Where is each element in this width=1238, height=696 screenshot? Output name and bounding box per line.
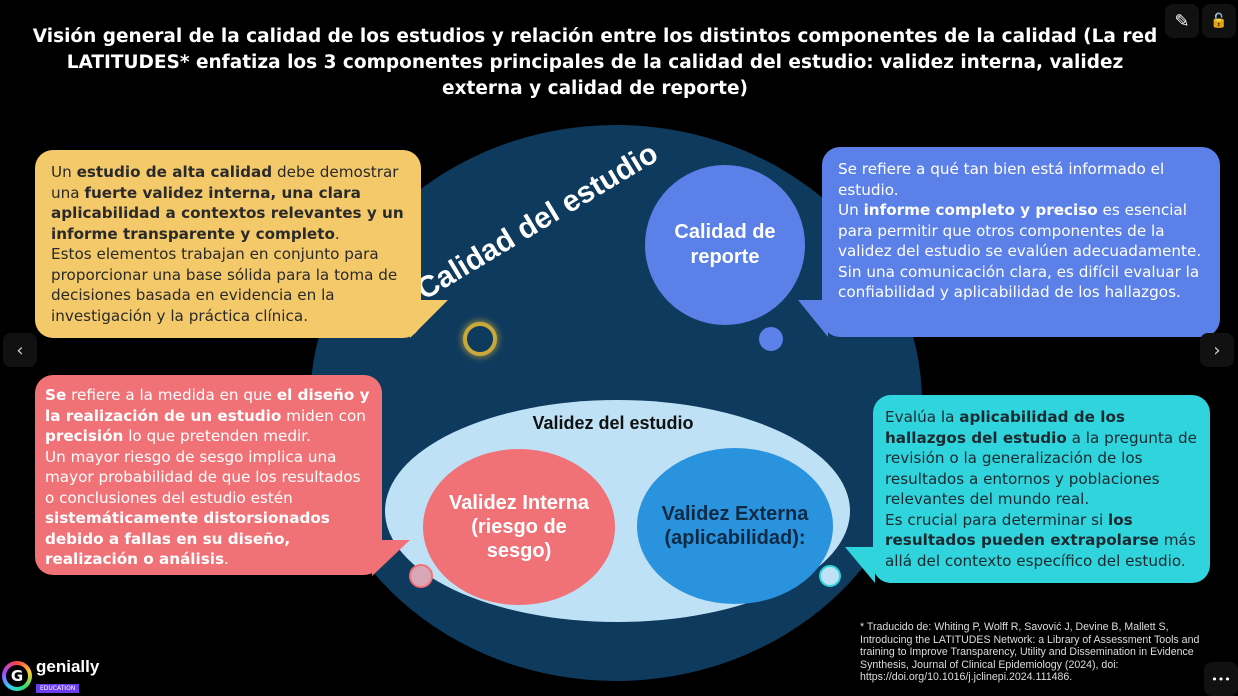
callout-text: Es crucial para determinar si xyxy=(885,510,1109,529)
blue-marker[interactable] xyxy=(759,327,783,351)
callout-text: informe completo y preciso xyxy=(863,201,1098,219)
external-validity-circle[interactable]: Validez Externa (aplicabilidad): xyxy=(637,448,833,604)
prev-slide-button[interactable]: ‹ xyxy=(3,333,37,367)
callout-text: los resultados pueden extrapolarse xyxy=(885,510,1159,550)
callout-text: a la pregunta de revisión o la generaliz… xyxy=(885,428,1197,509)
callout-text: sistemáticamente distorsionados debido a… xyxy=(45,509,330,568)
more-options-button[interactable]: ••• xyxy=(1204,662,1238,696)
callout-text: estudio de alta calidad xyxy=(76,163,273,181)
next-slide-button[interactable]: › xyxy=(1200,333,1234,367)
genially-logo-icon: G xyxy=(2,661,32,691)
genially-logo[interactable]: G genially EDUCATION xyxy=(2,658,99,694)
callout-text: fuerte validez interna, una clara aplica… xyxy=(51,183,404,243)
callout-text: miden con xyxy=(281,406,366,425)
footnote: * Traducido de: Whiting P, Wolff R, Savo… xyxy=(860,621,1200,683)
callout-reporting: Se refiere a qué tan bien está informado… xyxy=(822,147,1220,337)
callout-text: precisión xyxy=(45,427,124,445)
callout-text: Se refiere a qué tan bien está informado… xyxy=(838,160,1165,199)
pencil-icon: ✎ xyxy=(1174,10,1190,32)
callout-text: aplicabilidad de los hallazgos del estud… xyxy=(885,408,1125,447)
unlock-icon: 🔓 xyxy=(1210,13,1228,29)
edit-button[interactable]: ✎ xyxy=(1165,4,1199,38)
callout-external-validity: Evalúa la aplicabilidad de los hallazgos… xyxy=(873,395,1210,583)
education-badge: EDUCATION xyxy=(36,684,80,693)
yellow-marker[interactable] xyxy=(463,322,497,356)
external-validity-label: Validez Externa (aplicabilidad): xyxy=(661,503,809,549)
callout-text: lo que pretenden medir. xyxy=(123,427,311,445)
unlock-button[interactable]: 🔓 xyxy=(1202,4,1236,38)
callout-text: Estos elementos trabajan en conjunto par… xyxy=(51,245,398,325)
callout-tail xyxy=(798,300,828,337)
internal-validity-circle[interactable]: Validez Interna (riesgo de sesgo) xyxy=(423,449,615,605)
callout-text: refiere a la medida en que xyxy=(66,386,277,404)
reporting-quality-circle[interactable]: Calidad de reporte xyxy=(645,165,805,325)
callout-high-quality: Un estudio de alta calidad debe demostra… xyxy=(35,150,421,338)
study-validity-label: Validez del estudio xyxy=(532,413,694,433)
callout-text: Se xyxy=(45,386,67,404)
callout-tail xyxy=(845,547,875,583)
red-marker[interactable] xyxy=(409,564,433,588)
callout-text: Un xyxy=(51,163,77,181)
callout-text: el diseño y la realización de un estudio xyxy=(45,386,370,425)
callout-text: más allá del contexto específico del est… xyxy=(885,531,1196,570)
callout-text: . xyxy=(224,550,229,568)
callout-tail xyxy=(372,540,410,576)
callout-text: . xyxy=(334,224,340,243)
callout-text: Evalúa la xyxy=(885,408,960,426)
page-title: Visión general de la calidad de los estu… xyxy=(32,26,1158,99)
callout-text: Sin una comunicación clara, es difícil e… xyxy=(838,262,1200,302)
callout-text: es esencial para permitir que otros comp… xyxy=(838,201,1202,260)
teal-marker[interactable] xyxy=(819,565,841,587)
callout-text: Un xyxy=(838,201,864,219)
genially-wordmark: genially xyxy=(36,657,100,676)
callout-tail xyxy=(410,300,448,338)
callout-internal-validity: Se refiere a la medida en que el diseño … xyxy=(35,375,382,575)
callout-text: Un mayor riesgo de sesgo implica una may… xyxy=(45,447,361,507)
callout-text: debe demostrar una xyxy=(51,163,399,202)
internal-validity-label: Validez Interna (riesgo de sesgo) xyxy=(448,492,590,562)
reporting-quality-label: Calidad de reporte xyxy=(674,221,776,268)
